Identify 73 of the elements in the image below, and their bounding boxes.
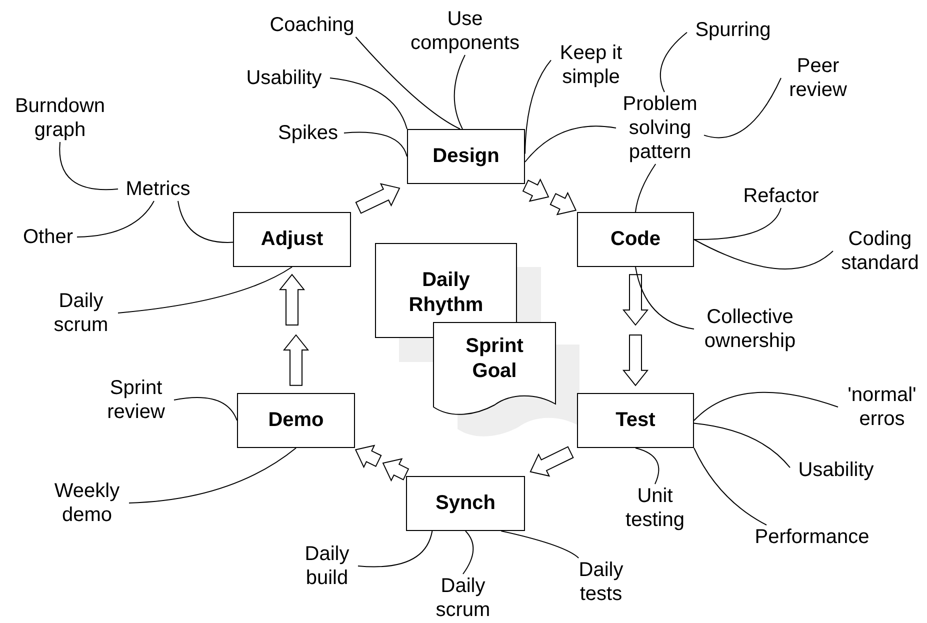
leader-line	[694, 422, 790, 468]
box-label: Code	[610, 228, 660, 251]
leader-line	[694, 239, 834, 270]
block-arrow	[622, 334, 649, 386]
leader-line	[344, 132, 408, 157]
box-label: Adjust	[260, 228, 324, 251]
topic-label: Unit testing	[616, 484, 694, 532]
topic-label: Spikes	[272, 121, 344, 145]
process-box	[233, 212, 351, 267]
block-arrow	[530, 446, 574, 477]
leader-line	[128, 448, 296, 504]
leader-line	[76, 200, 154, 238]
topic-label: Daily build	[296, 542, 358, 590]
box-label: Synch	[435, 492, 496, 515]
topic-label: Spurring	[687, 18, 779, 42]
topic-label: Coding standard	[833, 227, 927, 275]
leader-line	[704, 78, 782, 138]
topic-label: Keep it simple	[551, 41, 631, 89]
box-label: Demo	[268, 409, 324, 432]
leader-line	[178, 200, 234, 243]
topic-label: Other	[19, 225, 77, 249]
topic-label: Peer review	[781, 54, 855, 102]
leader-line	[355, 36, 461, 130]
topic-label: Usability	[238, 66, 330, 90]
block-arrow	[522, 178, 550, 202]
topic-label: Burndown graph	[6, 94, 114, 142]
leader-line	[524, 126, 616, 162]
topic-label: Performance	[747, 525, 877, 549]
leader-line	[635, 266, 694, 330]
topic-label: Use components	[404, 7, 526, 55]
leader-line	[59, 142, 118, 190]
topic-label: Weekly demo	[45, 479, 129, 527]
block-arrow	[282, 334, 310, 386]
leader-line	[454, 54, 466, 130]
note-box	[375, 243, 517, 338]
topic-label: Problem solving pattern	[616, 92, 704, 164]
process-box	[577, 212, 694, 267]
process-box	[577, 393, 694, 448]
box-label: Daily Rhythm	[408, 268, 484, 318]
topic-label: Daily tests	[569, 558, 633, 606]
leader-line	[694, 392, 838, 421]
block-arrow	[278, 274, 306, 326]
leader-line	[694, 448, 767, 526]
topic-label: Daily scrum	[431, 574, 495, 622]
leader-line	[635, 448, 660, 484]
topic-label: Refactor	[735, 184, 827, 208]
process-box	[237, 393, 355, 448]
leader-line	[174, 397, 238, 421]
leader-line	[358, 530, 433, 568]
leader-line	[660, 32, 688, 92]
topic-label: Metrics	[118, 177, 198, 201]
box-label: Design	[432, 145, 500, 168]
block-arrow	[354, 444, 382, 468]
topic-label: Coaching	[260, 13, 364, 37]
leader-line	[635, 164, 656, 212]
box-label: Sprint Goal	[464, 334, 524, 384]
leader-line	[330, 78, 408, 130]
topic-label: Sprint review	[98, 376, 174, 424]
process-box	[407, 129, 525, 184]
block-arrow	[550, 192, 577, 216]
leader-line	[694, 208, 782, 240]
block-arrow	[622, 274, 649, 326]
box-label: Test	[616, 409, 656, 432]
leader-line	[462, 530, 474, 574]
topic-label: Daily scrum	[44, 289, 118, 337]
topic-label: 'normal' erros	[838, 383, 926, 431]
block-arrow	[355, 183, 400, 214]
topic-label: Collective ownership	[694, 305, 806, 353]
process-box	[406, 476, 525, 531]
document-shape	[433, 322, 556, 417]
block-arrow	[382, 458, 410, 482]
topic-label: Usability	[790, 458, 882, 482]
leader-line	[500, 530, 580, 558]
